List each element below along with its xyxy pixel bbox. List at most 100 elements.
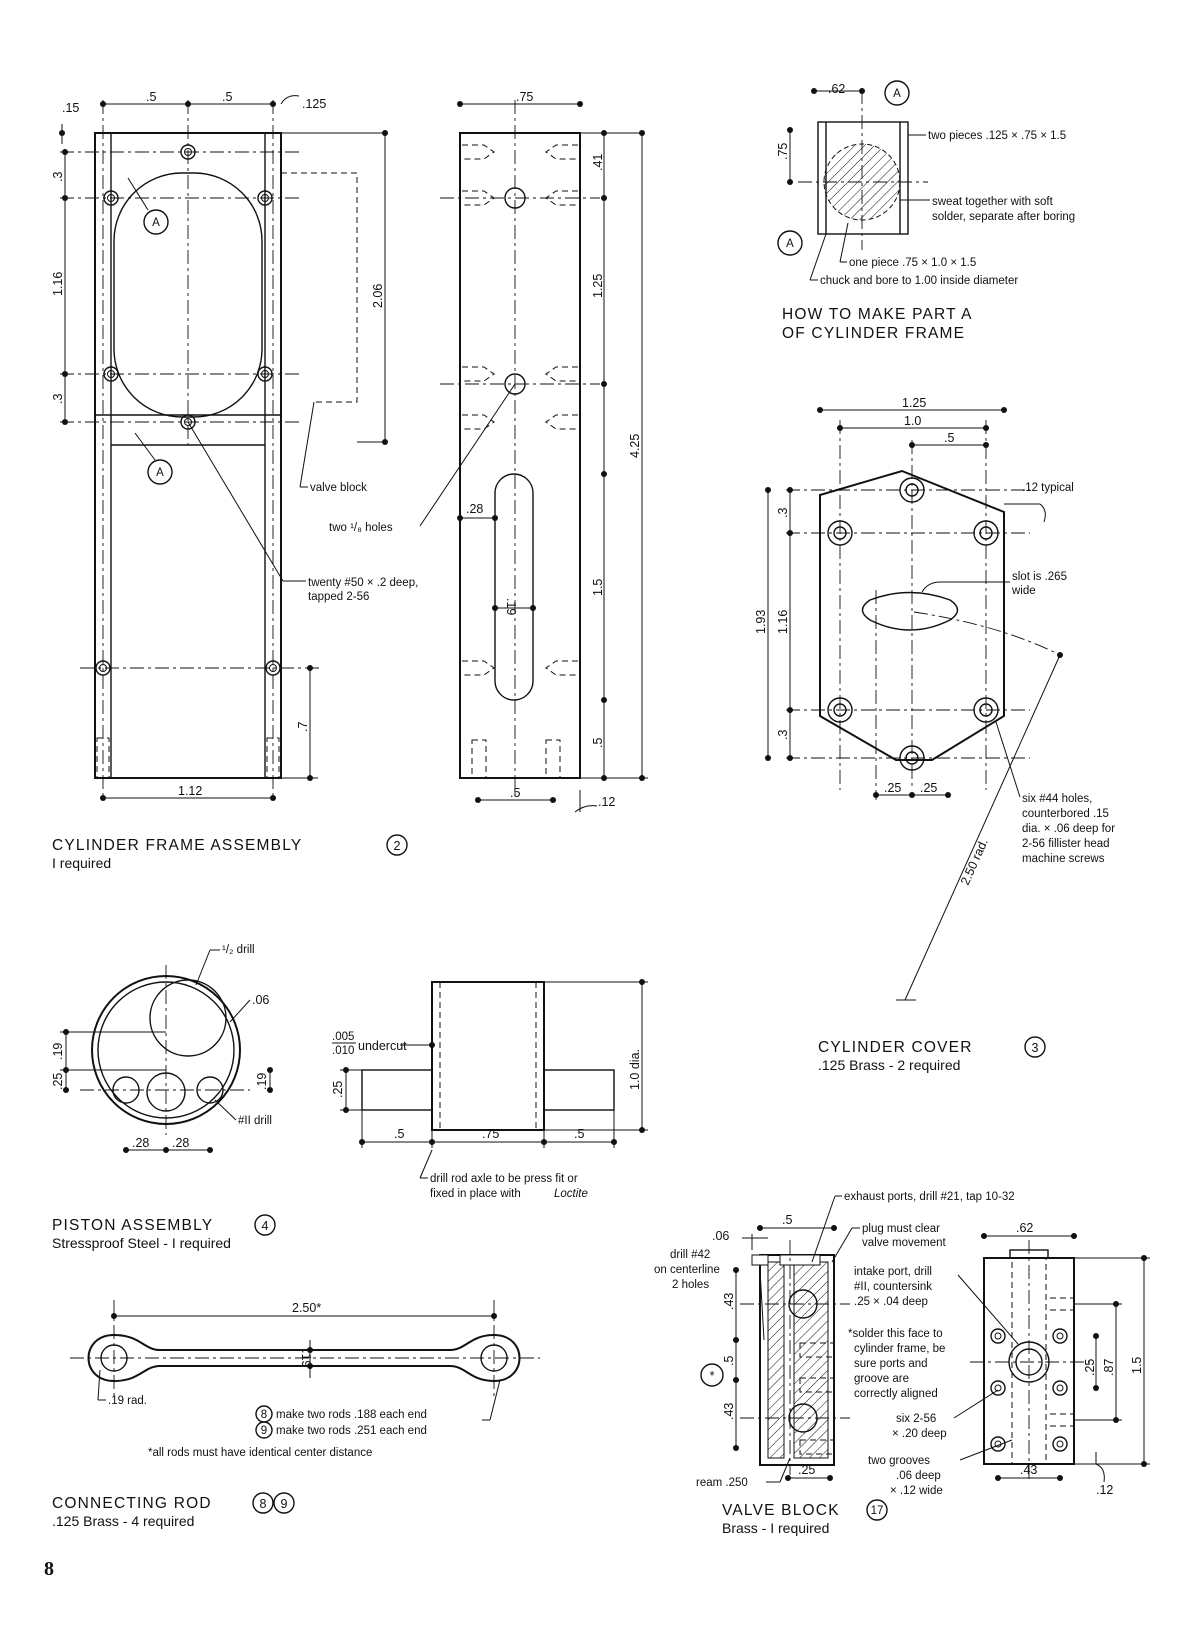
dim-label: 1.16 (51, 272, 65, 296)
cover-subtitle: .125 Brass - 2 required (818, 1057, 960, 1073)
dim-label: 4.25 (628, 434, 642, 458)
dim-label: .12 (598, 795, 615, 809)
dim-label: .28 (466, 502, 483, 516)
dim-label: .5 (574, 1127, 584, 1141)
dim-label: 1.0 (904, 414, 921, 428)
frame-assembly-subtitle: I required (52, 855, 111, 871)
part-a-note: chuck and bore to 1.00 inside diameter (820, 275, 1018, 287)
part-a-marker-label: A (156, 467, 164, 479)
dim-label: 1.5 (1130, 1357, 1144, 1374)
hidden-tapped-holes (462, 144, 578, 779)
rod-note: *all rods must have identical center dis… (148, 1447, 372, 1459)
slot-note: wide (1011, 585, 1036, 597)
dim-label: .3 (776, 730, 790, 740)
rod-note: make two rods .251 each end (276, 1425, 427, 1437)
frame-assembly-title: CYLINDER FRAME ASSEMBLY (52, 837, 302, 854)
part-number: 8 (260, 1497, 267, 1511)
dim-label: .41 (591, 154, 605, 171)
dim-label: .62 (828, 82, 845, 96)
tapped-holes-note: six 2-56 (896, 1413, 936, 1425)
dim-label: .5 (782, 1213, 792, 1227)
dim-label: 1.5 (591, 579, 605, 596)
part-number-circle (254, 1214, 276, 1236)
dim-label: 1.0 dia. (628, 1049, 642, 1090)
intake-note: #II, countersink (854, 1281, 932, 1293)
valve-subtitle: Brass - I required (722, 1520, 829, 1536)
cover-view (765, 407, 1063, 1001)
dim-label: .12 (1096, 1483, 1113, 1497)
axle-note: fixed in place with (430, 1188, 521, 1200)
dim-label: .75 (516, 90, 533, 104)
valve-block-label: valve block (310, 482, 367, 494)
slot-note: slot is .265 (1012, 571, 1067, 583)
undercut-note: .010 (332, 1045, 354, 1057)
dim-label: .25 (331, 1081, 345, 1098)
rod-note: make two rods .188 each end (276, 1409, 427, 1421)
piston-title: PISTON ASSEMBLY (52, 1217, 213, 1234)
drill-note: #II drill (238, 1115, 272, 1127)
plug-note: valve movement (862, 1237, 947, 1249)
dim-label: .62 (1016, 1221, 1033, 1235)
dim-label: 1.12 (178, 784, 202, 798)
dim-label: .25 (798, 1463, 815, 1477)
dim-label: .5 (591, 738, 605, 748)
dim-label: .3 (51, 394, 65, 404)
rod-subtitle: .125 Brass - 4 required (52, 1513, 194, 1529)
rod-title: CONNECTING ROD (52, 1495, 212, 1512)
part-number: 4 (262, 1219, 269, 1233)
part-number: 9 (261, 1425, 267, 1437)
part-number-circle (273, 1492, 295, 1514)
dim-label: .06 (252, 993, 269, 1007)
piston-side-view (340, 979, 648, 1179)
part-a-marker-label: A (893, 88, 901, 100)
frame-front-view (59, 95, 388, 801)
part-a-marker (147, 459, 173, 485)
part-number-circle (1024, 1036, 1046, 1058)
dim-label: .5 (146, 90, 156, 104)
part-a-marker-label: A (786, 238, 794, 250)
valve-title: VALVE BLOCK (722, 1502, 840, 1519)
drill-note: ¹/₂ drill (222, 944, 255, 956)
connecting-rod-view (70, 1300, 540, 1421)
dim-label: .25 (920, 781, 937, 795)
intake-note: .25 × .04 deep (854, 1296, 928, 1308)
holes-note: dia. × .06 deep for (1022, 823, 1115, 835)
holes-note: two ¹/₈ holes (329, 522, 393, 534)
dim-label: .5 (394, 1127, 404, 1141)
dim-label: .43 (722, 1403, 736, 1420)
part-a-marker (143, 209, 169, 235)
part-a-marker-label: A (152, 217, 160, 229)
solder-note: correctly aligned (854, 1388, 938, 1400)
tapped-holes-note: tapped 2-56 (308, 591, 369, 603)
dim-label: .43 (722, 1293, 736, 1310)
dim-label: .15 (62, 101, 79, 115)
drill-note: drill #42 (670, 1249, 710, 1261)
solder-note: groove are (854, 1373, 909, 1385)
dim-label: .19 (255, 1073, 269, 1090)
undercut-note: undercut (358, 1039, 407, 1053)
dim-label: .7 (296, 722, 310, 732)
tapped-holes-note: × .20 deep (892, 1428, 947, 1440)
dim-label: .25 (1083, 1359, 1097, 1376)
tapped-holes (990, 1328, 1068, 1452)
part-a-marker (777, 230, 803, 256)
dim-label: .28 (132, 1136, 149, 1150)
axle-note: Loctite (554, 1188, 588, 1200)
part-number-circle (386, 834, 408, 856)
dim-label: 1.93 (754, 610, 768, 634)
dim-label: .5 (722, 1356, 736, 1366)
grooves-note: two grooves (868, 1455, 930, 1467)
dim-label: .19 (504, 598, 518, 615)
dim-label: .75 (776, 143, 790, 160)
undercut-note: .005 (332, 1031, 354, 1043)
part-a-note: solder, separate after boring (932, 211, 1075, 223)
holes-note: 2-56 fillister head (1022, 838, 1110, 850)
dim-label: .75 (482, 1127, 499, 1141)
dim-label: .3 (776, 508, 790, 518)
intake-note: intake port, drill (854, 1266, 932, 1278)
part-a-title: HOW TO MAKE PART A (782, 306, 973, 323)
part-number-circle (255, 1421, 273, 1439)
dim-label: 1.16 (776, 610, 790, 634)
dim-label: .12 typical (1022, 482, 1074, 494)
